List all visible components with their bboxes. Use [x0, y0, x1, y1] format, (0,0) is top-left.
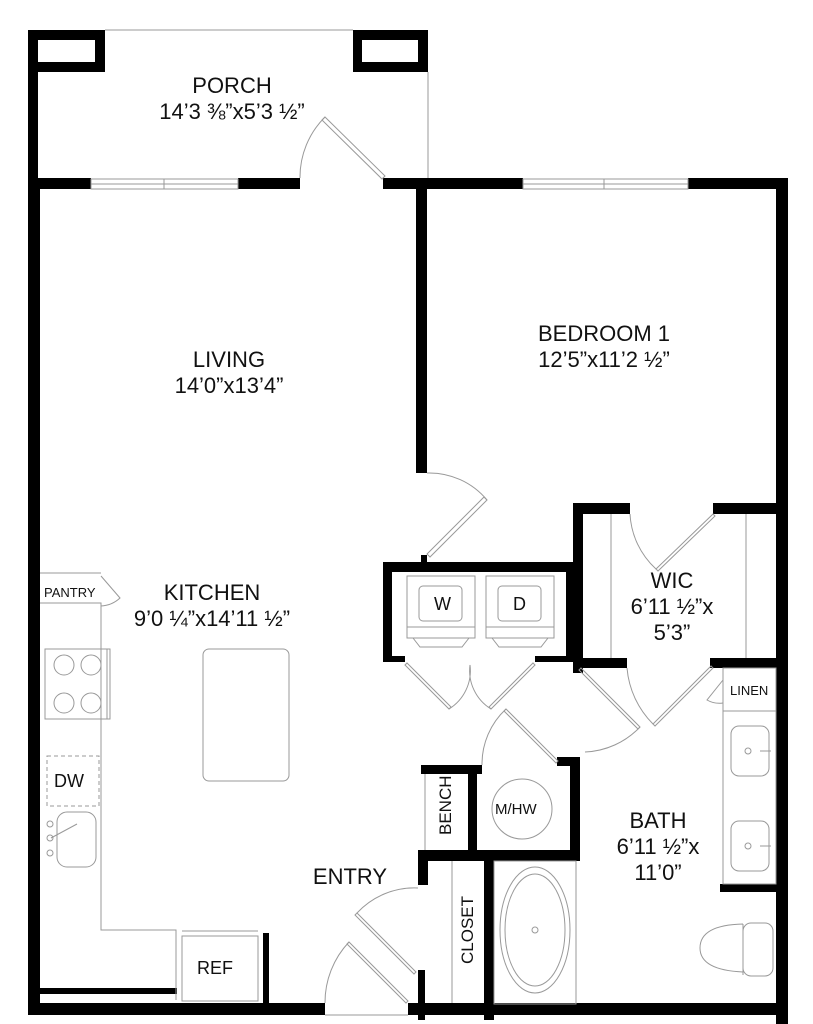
wall-top-mid: [383, 178, 523, 189]
laundry-door-left: [404, 662, 452, 710]
bathtub: [499, 866, 571, 994]
wic-wall-bottom-left: [573, 658, 627, 668]
wall-top-bed: [688, 178, 788, 189]
bench-label: BENCH: [436, 775, 455, 835]
mhw-tank: [491, 778, 553, 840]
room-label-entry: ENTRY: [313, 864, 387, 890]
mhw-wall-right: [570, 757, 580, 860]
wic-door-leaf: [655, 513, 716, 572]
wall-bottom-right: [408, 1003, 788, 1015]
porch-pillar-left: [28, 30, 105, 180]
room-name: BEDROOM 1: [537, 321, 671, 346]
closet-label: CLOSET: [458, 895, 477, 964]
wic-wall-top-left: [573, 503, 630, 514]
refrigerator-label: REF: [197, 958, 233, 978]
porch-outline: [105, 29, 429, 178]
room-dims: 6’11 ½”x: [616, 833, 700, 859]
bath-notch: [720, 884, 780, 892]
room-dims: 12’5”x11’2 ½”: [538, 346, 670, 372]
room-dims: 9’0 ¼”x14’11 ½”: [133, 605, 291, 631]
room-name: PORCH: [192, 73, 272, 98]
room-dims-2: 5’3”: [653, 619, 691, 645]
closet-wall-top: [418, 850, 580, 861]
pantry-label: PANTRY: [44, 585, 96, 600]
wic-wall-left: [573, 503, 583, 673]
mhw-label: M/HW: [495, 801, 537, 818]
room-label-bedroom-1: BEDROOM 1 12’5”x11’2 ½”: [538, 321, 670, 373]
room-label-wic: WIC 6’11 ½”x 5’3”: [631, 568, 714, 646]
laundry-walls: [383, 555, 575, 662]
room-dims: 14’0”x13’4”: [174, 372, 284, 398]
wall-left: [28, 178, 40, 1015]
washer-label: W: [434, 594, 451, 614]
closet-bath-divider: [484, 850, 494, 1020]
room-name: WIC: [650, 568, 694, 593]
room-name: ENTRY: [312, 864, 388, 889]
bathtub-area: [493, 860, 577, 1005]
wall-bottom-left: [28, 1003, 325, 1015]
washer: [406, 575, 476, 639]
walls: [28, 30, 788, 1024]
kitchen-counter: [40, 602, 177, 1000]
bath-door-leaf-a: [578, 667, 641, 730]
linen-label: LINEN: [730, 683, 769, 698]
kitchen-sink: [56, 811, 97, 868]
refrigerator: [181, 935, 259, 1002]
entry-door-upper: [354, 912, 417, 975]
laundry-door-right: [488, 662, 536, 710]
room-label-bath: BATH 6’11 ½”x 11’0”: [617, 808, 700, 886]
room-name: KITCHEN: [163, 580, 261, 605]
porch-door-leaf: [321, 116, 386, 180]
room-dims: 6’11 ½”x: [630, 593, 714, 619]
thin-lines: [40, 29, 777, 1016]
room-name: LIVING: [192, 347, 266, 372]
room-name: BATH: [629, 808, 687, 833]
room-label-kitchen: KITCHEN 9’0 ¼”x14’11 ½”: [134, 580, 290, 632]
dishwasher: [46, 755, 100, 807]
room-dims: 14’3 ⅜”x5’3 ½”: [159, 98, 305, 124]
bedroom-door-leaf: [426, 496, 488, 558]
room-label-living: LIVING 14’0”x13’4”: [175, 347, 284, 399]
wall-right: [776, 178, 788, 1024]
closet-wall-left: [418, 850, 428, 885]
dryer: [485, 575, 555, 639]
wic-door-swing: [629, 513, 657, 570]
bedroom-door-swing: [426, 472, 488, 501]
bench-divider: [468, 765, 477, 860]
room-label-porch: PORCH 14’3 ⅜”x5’3 ½”: [159, 73, 305, 125]
ref-wall: [263, 933, 269, 1013]
kitchen-island: [202, 648, 290, 782]
wic-wall-bottom-right: [710, 658, 778, 668]
entry-jamb: [418, 970, 425, 1020]
pantry-door: [100, 575, 121, 607]
kitchen-bottom-ledge: [40, 988, 177, 994]
mhw-door-leaf: [503, 708, 559, 764]
bath-door-leaf-b: [652, 665, 714, 727]
toilet: [699, 923, 744, 975]
wall-top-living-b: [238, 178, 300, 189]
dryer-label: D: [513, 594, 526, 614]
bench-wall-top: [421, 765, 482, 774]
stove: [44, 648, 111, 720]
entry-door-lower: [346, 941, 409, 1004]
porch-pillar-right: [353, 30, 428, 72]
bath-vanity: [722, 710, 777, 885]
wall-top-living-a: [28, 178, 91, 189]
wall-living-bedroom: [416, 178, 427, 473]
porch-door-swing: [299, 116, 326, 179]
wic-wall-top-right: [713, 503, 778, 514]
dishwasher-label: DW: [54, 771, 84, 791]
mhw-wall-top: [557, 757, 579, 766]
room-dims-2: 11’0”: [634, 859, 682, 885]
